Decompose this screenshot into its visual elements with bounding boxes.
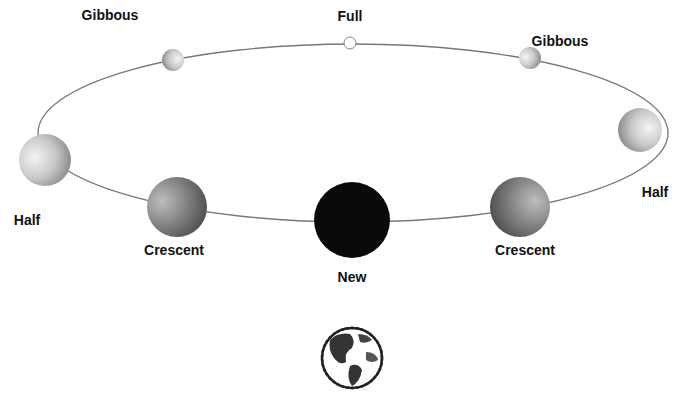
half-moon xyxy=(618,108,662,152)
new-moon xyxy=(314,182,390,258)
full-moon xyxy=(344,37,356,49)
gibbous-moon xyxy=(519,47,541,69)
phase-label: Half xyxy=(642,185,668,200)
earth-globe xyxy=(322,328,382,388)
phase-label: Full xyxy=(338,9,363,24)
phase-label: Gibbous xyxy=(82,8,139,23)
crescent-moon xyxy=(147,177,207,237)
phase-label: New xyxy=(338,270,367,285)
crescent-moon xyxy=(490,177,550,237)
phase-label: Crescent xyxy=(144,243,204,258)
phase-label: Crescent xyxy=(495,243,555,258)
phase-label: Gibbous xyxy=(532,34,589,49)
half-moon xyxy=(19,134,71,186)
phase-label: Half xyxy=(14,213,40,228)
gibbous-moon xyxy=(162,49,184,71)
